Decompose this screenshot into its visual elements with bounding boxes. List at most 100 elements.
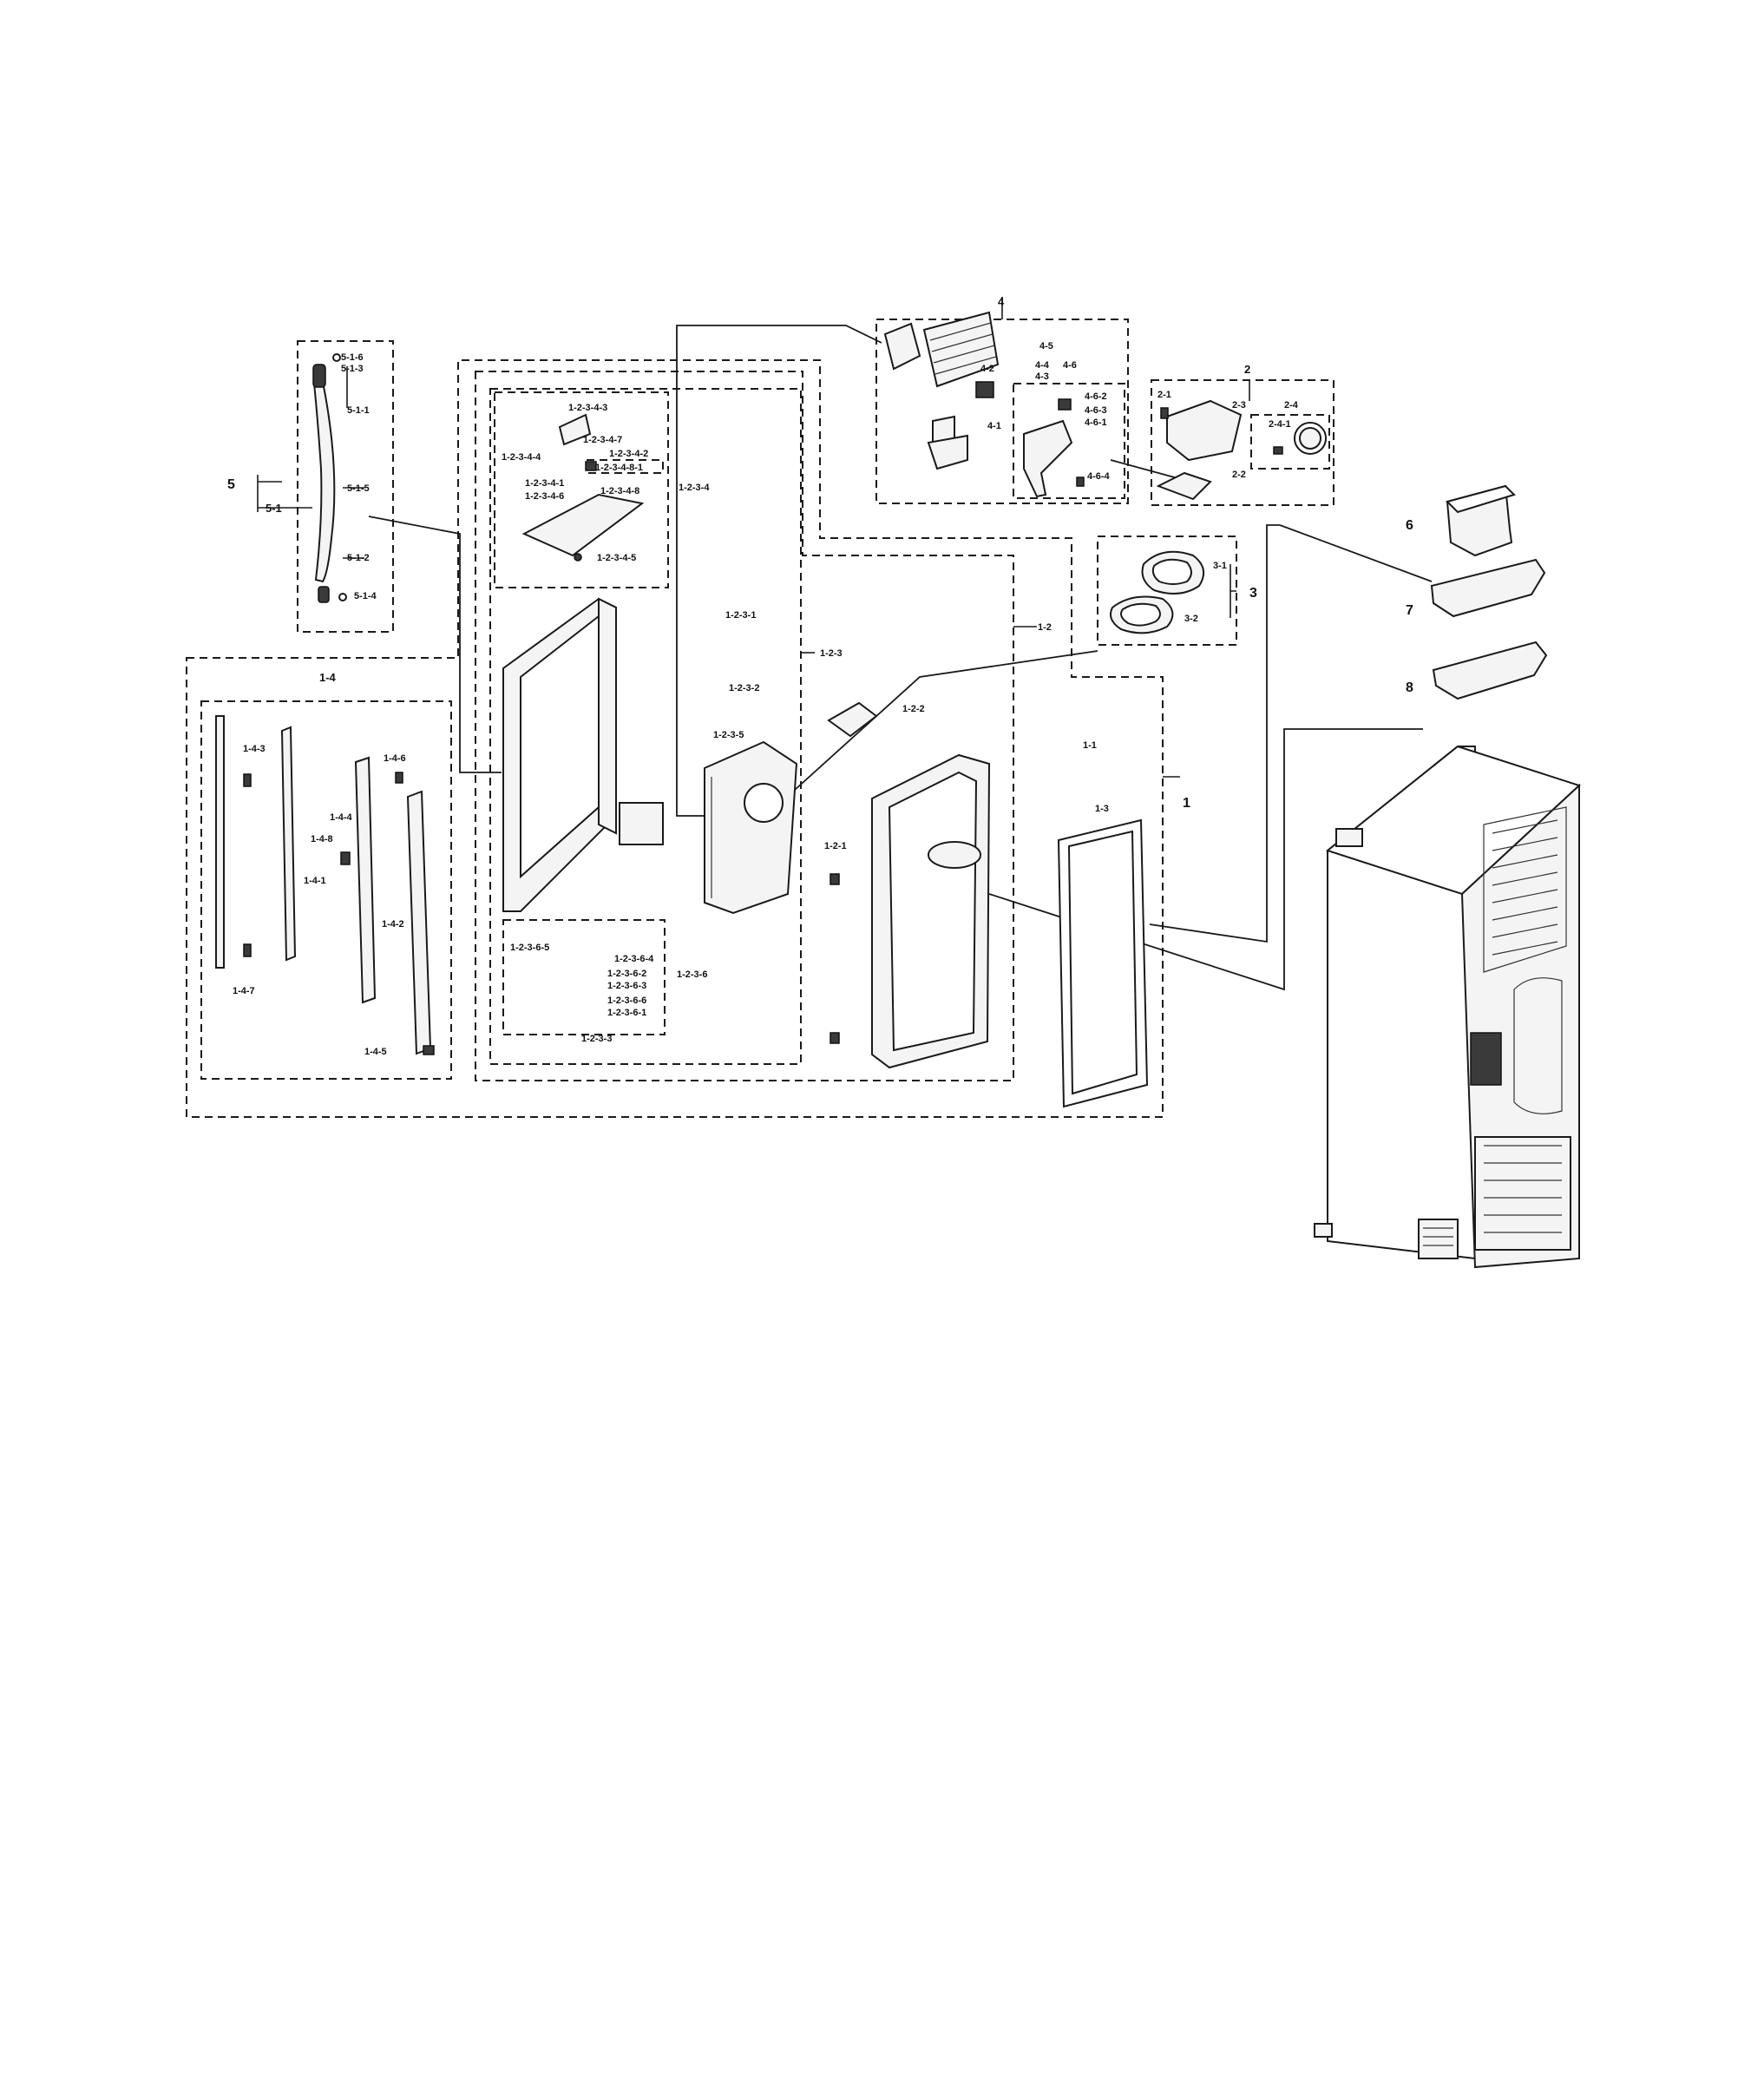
label-7: 7 xyxy=(1406,603,1413,618)
door-liner-cup xyxy=(928,841,981,869)
box-group-1-2-3-6 xyxy=(502,919,666,1035)
refrigerator-cabinet xyxy=(1314,745,1581,1269)
ice-maker-panel xyxy=(883,322,921,371)
label-4: 4 xyxy=(998,295,1005,308)
label-1-4-4: 1-4-4 xyxy=(330,812,353,823)
door-liner-panel xyxy=(888,771,978,1052)
gasket-inner xyxy=(1067,830,1138,1095)
label-1-2-3-4-8: 1-2-3-4-8 xyxy=(600,486,639,496)
label-1-2-3-4-6: 1-2-3-4-6 xyxy=(525,491,564,502)
auger-housing xyxy=(1023,419,1073,498)
box-group-1-4 xyxy=(200,700,452,1080)
label-3: 3 xyxy=(1249,586,1257,601)
label-1-4-1: 1-4-1 xyxy=(304,876,326,886)
label-3-1: 3-1 xyxy=(1213,561,1227,571)
auger-parts xyxy=(1023,398,1085,498)
label-1-2-3-4-5: 1-2-3-4-5 xyxy=(597,553,636,563)
door-trim-strips xyxy=(215,715,435,1055)
label-5-1-5: 5-1-5 xyxy=(347,483,370,494)
label-4-6: 4-6 xyxy=(1063,360,1077,371)
valve-ring-inner xyxy=(1299,427,1321,450)
trim-strip-2 xyxy=(280,726,297,962)
dispenser-switch xyxy=(585,461,597,471)
door-bin-8 xyxy=(1432,641,1548,700)
cabinet-foot xyxy=(1314,1223,1333,1238)
label-1-4-7: 1-4-7 xyxy=(233,986,255,996)
label-5-1-3: 5-1-3 xyxy=(341,364,364,374)
label-2-4: 2-4 xyxy=(1284,400,1299,411)
label-1-2-3: 1-2-3 xyxy=(820,648,843,659)
label-1-2-3-6-5: 1-2-3-6-5 xyxy=(510,943,549,953)
ice-maker-base xyxy=(927,434,968,470)
door-bins xyxy=(1430,484,1548,700)
valve-clip-2 xyxy=(1160,407,1169,419)
handle-cap-bottom xyxy=(318,586,330,603)
label-4-3: 4-3 xyxy=(1035,371,1049,382)
label-5-1-2: 5-1-2 xyxy=(347,553,370,563)
label-1-2-3-4-4: 1-2-3-4-4 xyxy=(502,452,541,463)
label-1-4: 1-4 xyxy=(319,671,337,684)
label-2-4-1: 2-4-1 xyxy=(1269,419,1291,430)
label-4-6-4: 4-6-4 xyxy=(1087,471,1111,482)
valve-bottom xyxy=(1156,471,1212,501)
cabinet-compressor-cover xyxy=(1474,1136,1571,1251)
leader-lines xyxy=(257,297,1250,778)
box-group-2-4 xyxy=(1250,414,1330,470)
label-1-2-3-4-7: 1-2-3-4-7 xyxy=(583,435,622,445)
gasket-3-1-inner xyxy=(1151,558,1192,585)
trim-clip-d xyxy=(395,772,403,784)
auger-gear xyxy=(1076,476,1085,487)
handle-screw xyxy=(332,353,341,362)
label-1-2-3-2: 1-2-3-2 xyxy=(729,683,759,693)
door-bin-6-lip xyxy=(1446,484,1516,514)
label-5: 5 xyxy=(227,477,235,492)
label-4-1: 4-1 xyxy=(987,421,1001,431)
ice-maker-grid xyxy=(922,311,1000,388)
label-5-1: 5-1 xyxy=(266,502,282,515)
label-4-6-2: 4-6-2 xyxy=(1085,391,1107,402)
valve-body xyxy=(1166,399,1243,462)
label-1-2-3-6-3: 1-2-3-6-3 xyxy=(607,981,646,991)
ice-chute xyxy=(704,740,798,915)
label-2-2: 2-2 xyxy=(1232,470,1246,480)
label-8: 8 xyxy=(1406,680,1413,695)
gasket-3-2-inner xyxy=(1120,602,1161,627)
box-group-4 xyxy=(875,319,1129,504)
trim-strip-3 xyxy=(354,756,377,1004)
label-4-6-3: 4-6-3 xyxy=(1085,405,1107,416)
label-4-2: 4-2 xyxy=(980,364,994,374)
auger-cap xyxy=(1058,398,1072,411)
label-1-4-6: 1-4-6 xyxy=(384,753,406,764)
label-2-1: 2-1 xyxy=(1157,390,1171,400)
label-1-2-3-6-1: 1-2-3-6-1 xyxy=(607,1008,646,1018)
dispenser-panel xyxy=(502,597,664,912)
callout-labels: 5 5-1 5-1-6 5-1-3 5-1-1 5-1-5 5-1-2 5-1-… xyxy=(227,295,1413,1057)
label-2: 2 xyxy=(1244,363,1250,376)
dispenser-flap xyxy=(619,802,664,845)
label-1-2-1: 1-2-1 xyxy=(824,841,847,851)
label-1-1: 1-1 xyxy=(1083,740,1097,751)
label-1-2-3-6: 1-2-3-6 xyxy=(677,969,707,980)
dispenser-cover-parts xyxy=(521,413,645,562)
box-group-4-6 xyxy=(1013,383,1125,499)
label-1-4-2: 1-4-2 xyxy=(382,919,404,930)
label-1-4-5: 1-4-5 xyxy=(364,1047,387,1057)
box-group-1-2 xyxy=(475,371,1014,1081)
label-1-2-3-4-1: 1-2-3-4-1 xyxy=(525,478,564,489)
ice-maker-parts xyxy=(883,311,1000,470)
label-1-2-3-1: 1-2-3-1 xyxy=(725,610,756,621)
dispenser-cover-plate xyxy=(558,413,592,446)
door-gasket xyxy=(1057,818,1149,1108)
dispenser-side xyxy=(598,597,617,835)
label-5-1-6: 5-1-6 xyxy=(341,352,364,363)
label-1-2-3-6-6: 1-2-3-6-6 xyxy=(607,996,646,1006)
label-1-4-3: 1-4-3 xyxy=(243,744,266,754)
label-1-2-3-6-4: 1-2-3-6-4 xyxy=(614,954,654,964)
group-boxes xyxy=(186,319,1334,1118)
ice-maker-motor xyxy=(975,381,994,398)
dispenser-screw xyxy=(574,553,582,562)
trim-clip-a xyxy=(243,773,252,787)
small-clip-2 xyxy=(830,1032,840,1044)
trim-strip-1 xyxy=(215,715,225,969)
